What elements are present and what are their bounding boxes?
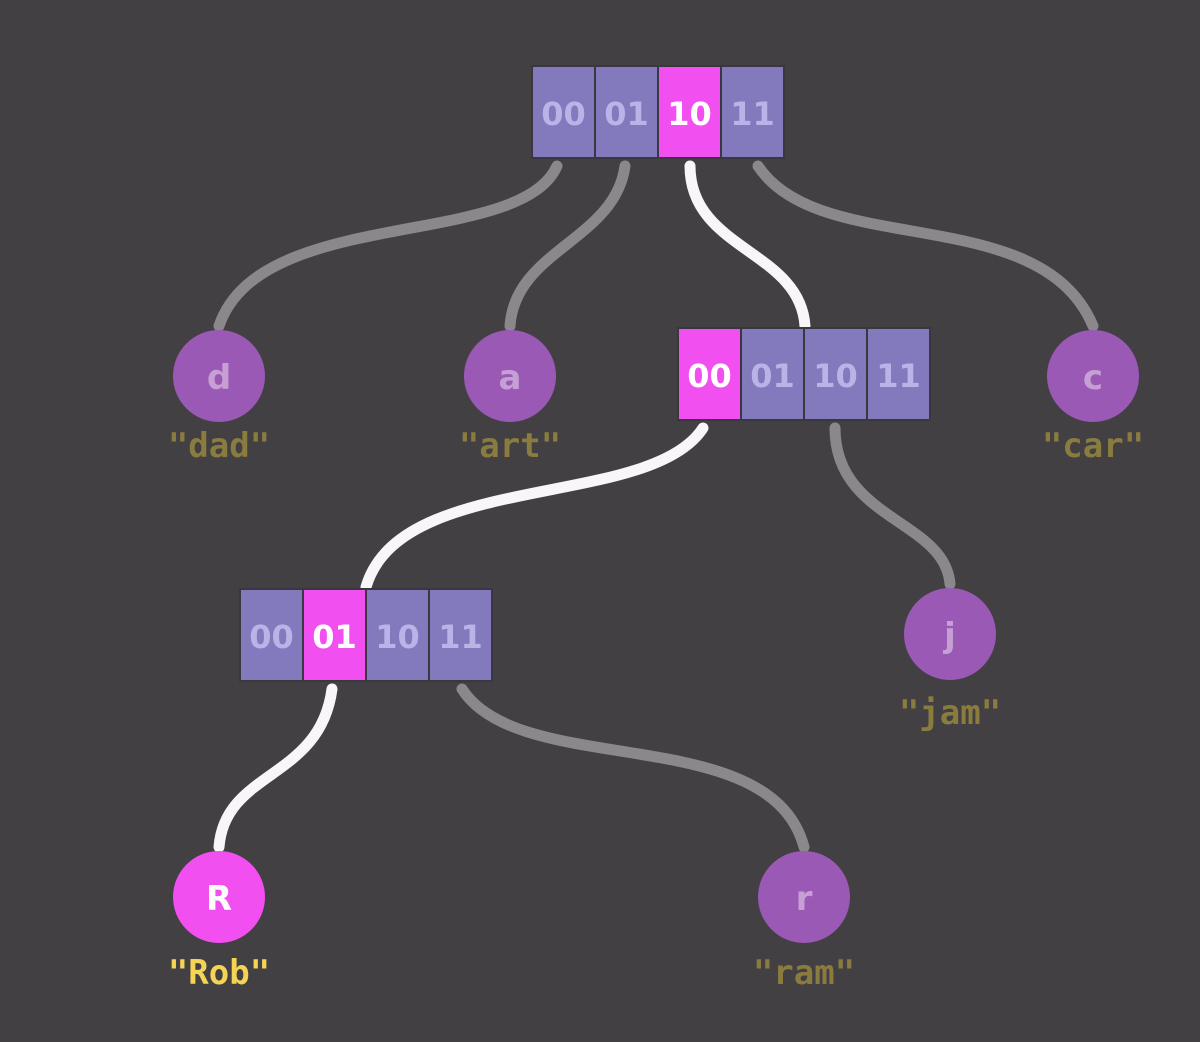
edge-mid-10-to-leaf-j xyxy=(829,422,956,590)
root-cell-01 xyxy=(594,65,659,159)
mid-node: 00 01 10 11 xyxy=(677,327,931,421)
mid-cell-01 xyxy=(740,327,805,421)
root-cell-label-00: 00 xyxy=(541,95,586,133)
low-cell-label-00: 00 xyxy=(249,618,294,656)
root-cell-label-01: 01 xyxy=(604,95,649,133)
leaf-circle-j xyxy=(904,588,996,680)
leaf-word-j: "jam" xyxy=(899,693,1001,733)
low-cell-10 xyxy=(365,588,430,682)
edges-layer xyxy=(213,160,1099,853)
mid-cell-label-00: 00 xyxy=(687,357,732,395)
leaf-circle-r xyxy=(758,851,850,943)
edge-root-00-to-leaf-d xyxy=(213,160,563,332)
leaf-j: j "jam" xyxy=(899,588,1001,733)
nodes-layer: 00 01 10 11 00 01 10 11 00 01 10 11 xyxy=(239,65,931,682)
leaf-d: d "dad" xyxy=(168,330,270,466)
mid-cell-label-11: 11 xyxy=(876,357,921,395)
leaf-word-d: "dad" xyxy=(168,426,270,466)
leaf-word-a: "art" xyxy=(459,426,561,466)
low-cell-label-01: 01 xyxy=(312,618,357,656)
leaf-circle-R xyxy=(173,851,265,943)
leaf-word-c: "car" xyxy=(1042,426,1144,466)
leaf-letter-a: a xyxy=(499,358,522,398)
leaf-c: c "car" xyxy=(1042,330,1144,466)
edge-root-01-to-leaf-a xyxy=(504,160,631,332)
leaf-word-r: "ram" xyxy=(753,953,855,993)
leaf-word-R: "Rob" xyxy=(168,953,270,993)
mid-cell-11 xyxy=(866,327,931,421)
mid-cell-00-active xyxy=(677,327,742,421)
leaf-circle-d xyxy=(173,330,265,422)
leaf-letter-d: d xyxy=(207,358,231,398)
leaf-r: r "ram" xyxy=(753,851,855,993)
root-cell-label-11: 11 xyxy=(730,95,775,133)
leaf-letter-R: R xyxy=(206,879,232,919)
active-edge-root-10-to-node-mid xyxy=(684,160,811,332)
low-cell-label-11: 11 xyxy=(438,618,483,656)
root-node: 00 01 10 11 xyxy=(531,65,785,159)
leaf-a: a "art" xyxy=(459,330,561,466)
leaf-letter-c: c xyxy=(1083,358,1103,398)
leaf-R: R "Rob" xyxy=(168,851,270,993)
mid-cell-label-10: 10 xyxy=(813,357,858,395)
edge-root-11-to-leaf-c xyxy=(752,160,1099,332)
root-cell-10-active xyxy=(657,65,722,159)
root-cell-00 xyxy=(531,65,596,159)
root-cell-11 xyxy=(720,65,785,159)
leaf-letter-j: j xyxy=(942,616,956,656)
low-cell-11 xyxy=(428,588,493,682)
root-cell-label-10: 10 xyxy=(667,95,712,133)
leaves-layer: d "dad" a "art" c "car" j "jam" R "Rob" r "ram" xyxy=(168,330,1144,993)
low-cell-01-active xyxy=(302,588,367,682)
leaf-letter-r: r xyxy=(796,879,813,919)
active-edge-mid-00-to-node-low xyxy=(360,422,709,593)
mid-cell-label-01: 01 xyxy=(750,357,795,395)
leaf-circle-c xyxy=(1047,330,1139,422)
low-cell-label-10: 10 xyxy=(375,618,420,656)
low-node: 00 01 10 11 xyxy=(239,588,493,682)
leaf-circle-a xyxy=(464,330,556,422)
active-edge-low-01-to-leaf-R xyxy=(213,683,338,853)
low-cell-00 xyxy=(239,588,304,682)
edge-low-11-to-leaf-r xyxy=(456,683,810,853)
